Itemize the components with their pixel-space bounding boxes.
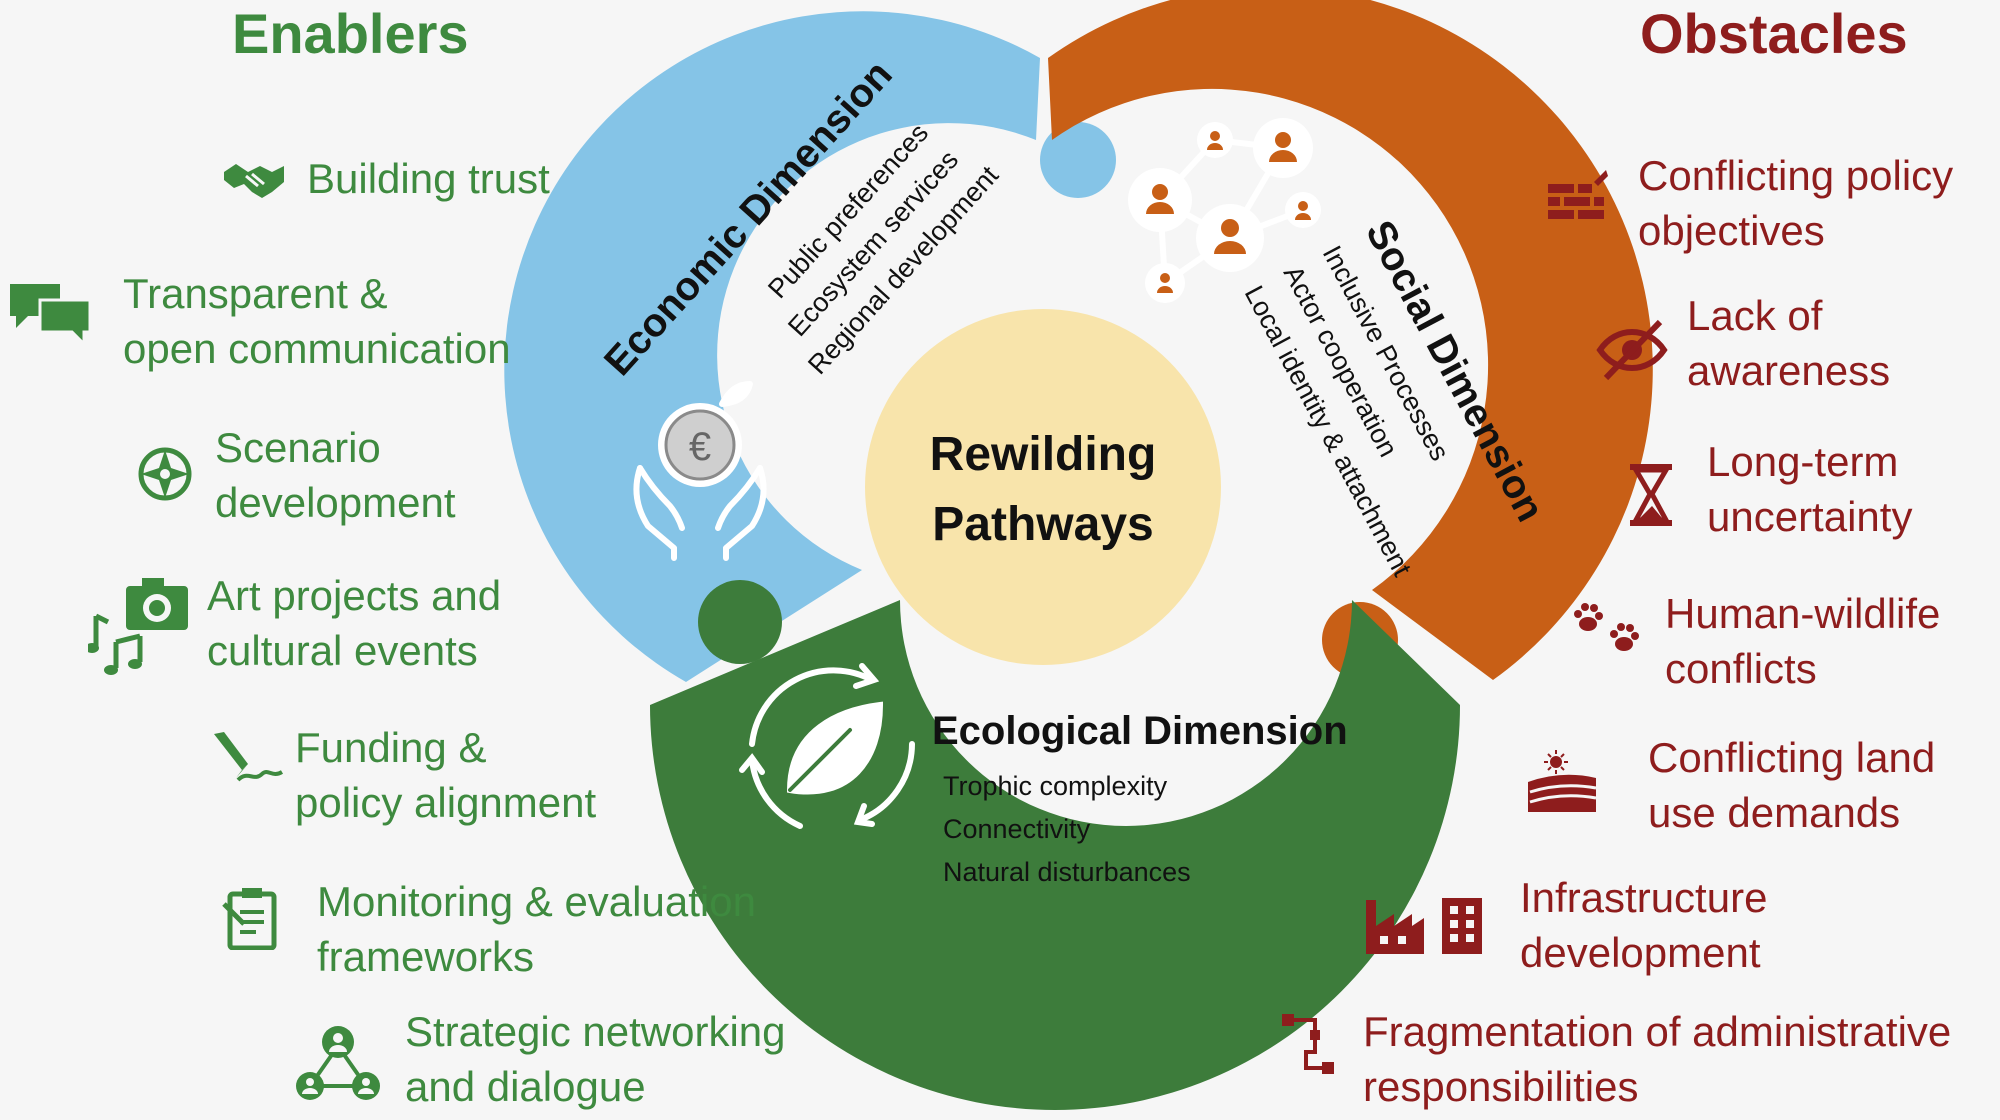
ecological-puzzle-knob <box>698 580 782 664</box>
ecological-item-3: Natural disturbances <box>943 857 1191 887</box>
paw-prints-icon <box>1574 603 1639 651</box>
enabler-label-line: Funding & <box>295 724 487 771</box>
enabler-label-line: development <box>215 479 456 526</box>
field-sun-icon <box>1528 750 1597 812</box>
enabler-label-line: Strategic networking <box>405 1008 786 1055</box>
enabler-label-line: and dialogue <box>405 1063 646 1110</box>
obstacle-label-line: awareness <box>1687 347 1891 394</box>
economic-segment <box>504 11 1040 683</box>
hourglass-icon <box>1630 464 1672 526</box>
economic-puzzle-knob <box>1040 122 1116 198</box>
obstacle-label-line: conflicts <box>1665 645 1817 692</box>
enablers-title: Enablers <box>232 2 469 65</box>
center-line1: Rewilding <box>930 428 1157 481</box>
enabler-label-line: Art projects and <box>207 572 502 619</box>
obstacle-label-line: Human-wildlife <box>1665 590 1941 637</box>
obstacle-label-line: development <box>1520 929 1761 976</box>
obstacle-label-line: Long-term <box>1707 438 1899 485</box>
broken-wall-icon <box>1548 170 1608 219</box>
enabler-label-line: open communication <box>123 325 511 372</box>
enabler-label-line: Scenario <box>215 424 381 471</box>
obstacle-label-line: objectives <box>1638 207 1825 254</box>
camera-music-icon <box>88 578 188 675</box>
center-line2: Pathways <box>932 498 1153 551</box>
obstacle-label-line: Conflicting land <box>1648 734 1936 781</box>
obstacle-label-line: Lack of <box>1687 292 1823 339</box>
enabler-label-line: Transparent & <box>123 270 388 317</box>
obstacle-label-line: Conflicting policy <box>1638 152 1954 199</box>
speech-bubbles-icon <box>10 284 92 344</box>
enabler-label-line: Building trust <box>307 155 550 202</box>
social-segment <box>1048 0 1653 680</box>
obstacle-label-line: Infrastructure <box>1520 874 1768 921</box>
hands-holding-euro-coin-icon: € <box>633 381 767 561</box>
obstacle-label-line: uncertainty <box>1707 493 1913 540</box>
enabler-label-line: frameworks <box>317 933 535 980</box>
flowchart-icon <box>1282 1014 1334 1074</box>
obstacles-title: Obstacles <box>1640 2 1908 65</box>
svg-text:€: € <box>689 425 711 469</box>
leaf-recycle-icon <box>739 663 915 829</box>
ecological-title: Ecological Dimension <box>932 709 1348 753</box>
compass-icon <box>138 447 192 501</box>
center-circle <box>865 309 1221 665</box>
enabler-label-line: policy alignment <box>295 779 597 826</box>
network-users-icon <box>296 1026 380 1100</box>
obstacle-label-line: Fragmentation of administrative <box>1363 1008 1952 1055</box>
handshake-icon <box>224 164 284 198</box>
clipboard-icon <box>222 888 277 950</box>
ecological-item-2: Connectivity <box>943 814 1091 844</box>
obstacle-label-line: use demands <box>1648 789 1901 836</box>
eye-slash-icon <box>1596 319 1668 381</box>
enabler-label-line: Monitoring & evaluation <box>317 878 756 925</box>
people-network-icon <box>1128 118 1321 303</box>
factory-building-icon <box>1366 898 1482 954</box>
signing-pen-icon <box>214 732 284 782</box>
ecological-item-1: Trophic complexity <box>943 771 1168 801</box>
obstacle-label-line: responsibilities <box>1363 1063 1639 1110</box>
enabler-label-line: cultural events <box>207 627 478 674</box>
